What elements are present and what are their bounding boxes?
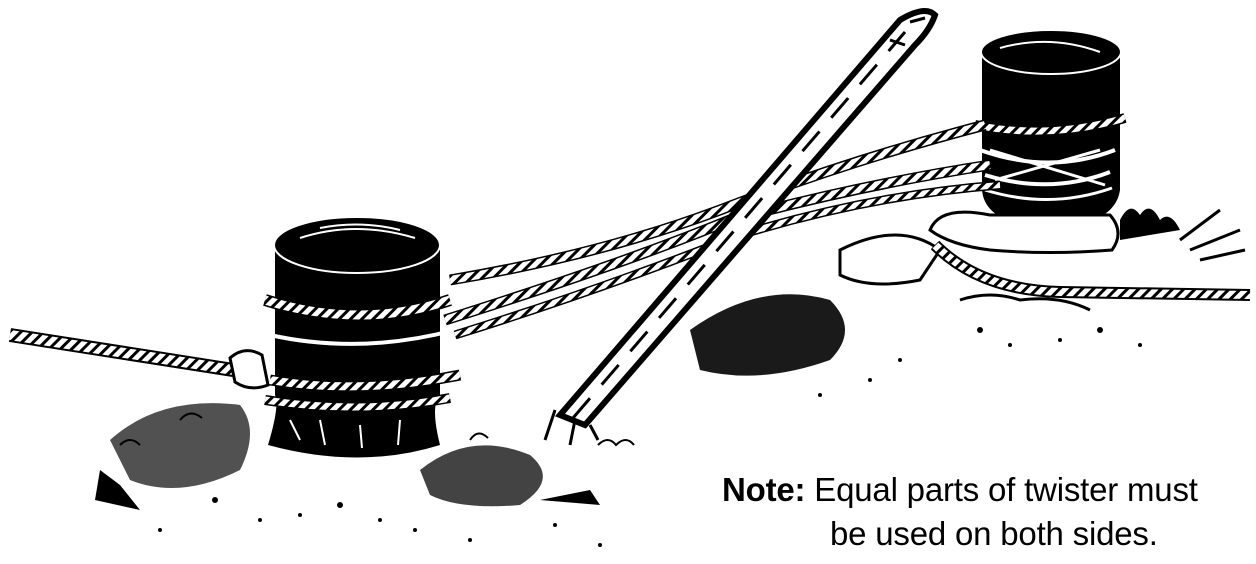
ground-right	[690, 208, 1246, 397]
note-label: Note:	[722, 471, 806, 508]
ground-left	[95, 403, 602, 547]
note-line-1: Note: Equal parts of twister must	[722, 468, 1198, 512]
right-anchor-rope	[930, 240, 1251, 301]
right-picket	[928, 29, 1127, 254]
note-text: Note: Equal parts of twister must be use…	[722, 468, 1198, 556]
note-line-1-text: Equal parts of twister must	[814, 471, 1198, 508]
twisting-stick	[543, 8, 939, 447]
left-picket	[263, 216, 462, 458]
note-line-2: be used on both sides.	[830, 515, 1158, 552]
left-anchor-rope	[8, 328, 270, 390]
